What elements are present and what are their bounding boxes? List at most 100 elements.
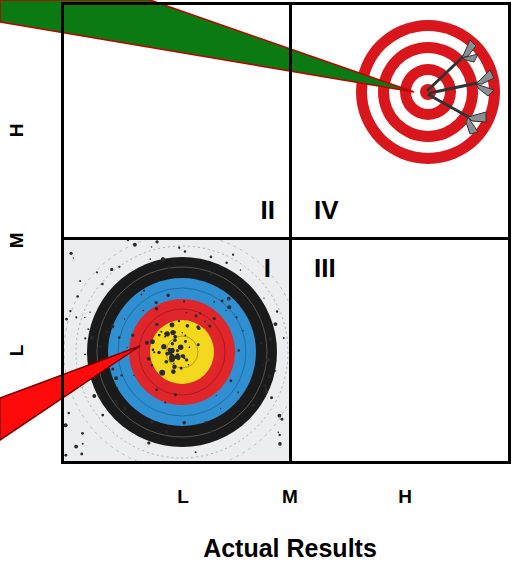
arrow-hole xyxy=(110,268,113,271)
arrow-hole xyxy=(153,351,155,353)
arrow-hole xyxy=(178,344,184,350)
axis-tick: M xyxy=(282,487,298,508)
quadrant-cell: IV xyxy=(289,2,511,240)
arrow-hole xyxy=(164,332,166,334)
arrow-hole xyxy=(183,357,185,359)
arrow-hole xyxy=(159,370,165,376)
arrow-hole xyxy=(106,331,109,334)
arrow-hole xyxy=(173,338,177,342)
arrow-hole xyxy=(151,364,153,366)
arrow-hole xyxy=(274,322,278,326)
arrow-hole xyxy=(230,379,233,382)
arrow-hole xyxy=(183,300,185,302)
arrow-hole xyxy=(92,394,96,398)
arrow-hole xyxy=(174,355,178,359)
arrow-hole xyxy=(227,305,231,309)
arrow-hole xyxy=(173,363,175,365)
arrow-hole xyxy=(96,271,98,273)
arrow-hole xyxy=(277,432,279,434)
arrow-hole xyxy=(64,423,68,427)
arrow-hole xyxy=(278,442,282,446)
arrow-hole xyxy=(237,349,239,351)
quadrant-number: IV xyxy=(314,196,339,225)
arrow-hole xyxy=(143,290,145,292)
arrow-hole xyxy=(172,351,175,354)
arrow-hole xyxy=(101,414,104,417)
arrow-hole xyxy=(195,314,198,317)
arrow-hole xyxy=(155,307,158,310)
arrow-hole xyxy=(167,294,170,297)
arrow-hole xyxy=(126,347,127,348)
arrow-hole xyxy=(211,430,213,432)
arrow-hole xyxy=(161,257,165,261)
arrow-hole xyxy=(73,257,74,258)
arrow-hole xyxy=(184,335,186,337)
axis-tick-text: H xyxy=(398,486,412,507)
arrow-hole xyxy=(220,408,221,409)
arrow-hole xyxy=(226,427,227,428)
arrow-hole xyxy=(167,348,171,352)
arrow-hole xyxy=(68,412,70,414)
arrow-hole xyxy=(170,322,175,327)
arrow-hole xyxy=(195,451,197,453)
arrow-hole xyxy=(133,375,134,376)
arrow-hole xyxy=(210,256,213,259)
arrow-hole xyxy=(181,332,183,334)
axis-tick-text: L xyxy=(7,344,28,356)
arrow-hole xyxy=(81,432,84,435)
arrow-hole xyxy=(242,330,243,331)
dart-target xyxy=(356,20,500,164)
arrow-hole xyxy=(263,298,264,299)
arrow-hole xyxy=(276,310,278,312)
quadrant-number: I xyxy=(264,254,271,283)
arrow-hole xyxy=(205,421,207,423)
arrow-hole xyxy=(147,357,151,361)
arrow-hole xyxy=(101,283,104,286)
axis-tick-text: M xyxy=(282,486,298,507)
axis-tick: L xyxy=(8,344,29,356)
arrow-hole xyxy=(186,312,188,314)
arrow-hole xyxy=(180,366,183,369)
arrow-hole xyxy=(174,336,177,339)
arrow-hole xyxy=(89,311,90,312)
arrow-hole xyxy=(118,266,120,268)
arrow-hole xyxy=(76,295,79,298)
arrow-hole xyxy=(98,394,101,397)
arrow-hole xyxy=(90,336,94,340)
arrow-hole xyxy=(84,353,86,355)
arrow-hole xyxy=(235,316,237,318)
axis-tick-text: M xyxy=(7,232,28,248)
arrow-hole xyxy=(69,252,72,255)
arrow-hole xyxy=(74,445,78,449)
arrow-hole xyxy=(199,312,201,314)
arrow-hole xyxy=(84,337,86,339)
arrow-hole xyxy=(263,364,264,365)
arrow-hole xyxy=(147,441,150,444)
arrow-hole xyxy=(170,330,175,335)
arrow-hole xyxy=(279,434,281,436)
arrow-hole xyxy=(165,430,168,433)
arrow-hole xyxy=(117,403,119,405)
arrow-hole xyxy=(188,364,190,366)
arrow-hole xyxy=(133,243,137,247)
arrow-hole xyxy=(152,349,155,352)
archery-target-photo xyxy=(63,238,289,462)
arrow-hole xyxy=(153,263,156,266)
arrow-hole xyxy=(268,375,271,378)
axis-tick: H xyxy=(8,123,29,137)
arrow-hole xyxy=(164,401,166,403)
axis-tick: M xyxy=(8,232,29,248)
arrow-hole xyxy=(232,254,234,256)
arrow-hole xyxy=(252,404,255,407)
arrow-hole xyxy=(208,324,211,327)
quadrant-cell: I xyxy=(61,237,292,464)
arrow-hole xyxy=(265,388,267,390)
axis-tick: H xyxy=(398,487,412,508)
arrow-hole xyxy=(151,246,153,248)
arrow-hole xyxy=(216,395,217,396)
arrow-hole xyxy=(169,357,175,363)
arrow-hole xyxy=(79,280,81,282)
arrow-hole xyxy=(158,334,161,337)
